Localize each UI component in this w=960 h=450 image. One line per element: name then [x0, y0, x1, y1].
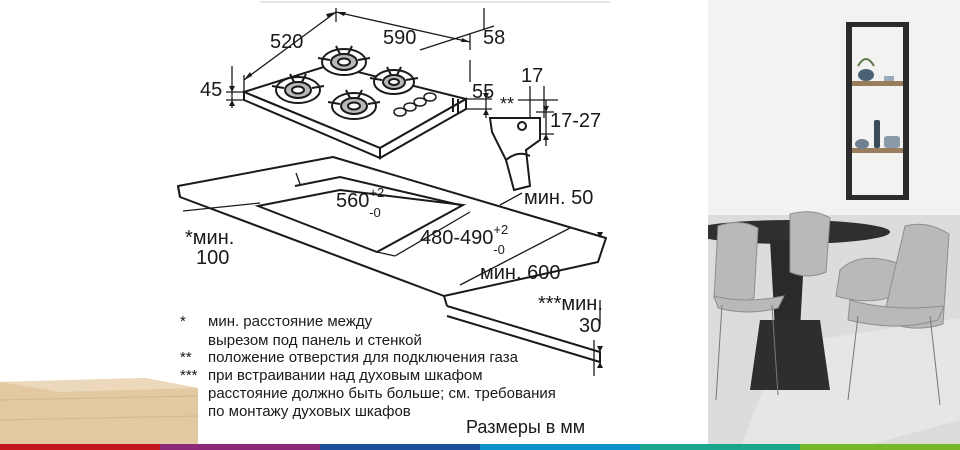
burners	[271, 45, 419, 120]
wall-shelf	[846, 22, 909, 200]
footnote-line: вырезом под панель и стенкой	[208, 332, 422, 349]
stripe-segment	[320, 444, 481, 450]
conn-note-label: **	[500, 94, 514, 114]
conn-height-label: 17-27	[550, 110, 601, 132]
cutout-depth-label: 480-490+2-0	[420, 222, 508, 257]
footnotes: * мин. расстояние между вырезом под пане…	[180, 313, 556, 420]
cutout-drawing	[254, 175, 467, 254]
footnote-line: положение отверстия для подключения газа	[208, 349, 519, 366]
min-30-label-line2: 30	[579, 315, 601, 337]
footnote-mark: ***	[180, 367, 198, 384]
brand-color-stripe	[0, 444, 960, 450]
dining-chairs	[713, 211, 950, 406]
min-600-label: мин. 600	[480, 262, 560, 284]
stripe-segment	[480, 444, 641, 450]
stripe-segment	[0, 444, 161, 450]
cabinet-wall	[446, 305, 601, 364]
hob-depth-label: 520	[270, 31, 303, 53]
footnote-line: мин. расстояние между	[208, 313, 373, 330]
footnote-line: расстояние должно быть больше; см. требо…	[208, 385, 556, 402]
min-50-label: мин. 50	[524, 187, 593, 209]
footnote-mark: **	[180, 349, 192, 366]
wood-worktop-photo	[0, 378, 199, 450]
footnote-line: при встраивании над духовым шкафом	[208, 367, 483, 384]
conn-width-label: 17	[521, 65, 543, 87]
dimension-labels: 520 590 58 45 55 17 ** 17-27 мин. 50 560…	[185, 27, 603, 337]
stripe-segment	[640, 444, 801, 450]
dimension-arrows	[229, 12, 603, 368]
stripe-segment	[800, 444, 960, 450]
min-30-label-line1: ***мин.	[538, 293, 603, 315]
worktop-drawing	[177, 156, 607, 307]
stripe-segment	[160, 444, 321, 450]
cutout-width-label: 560+2-0	[336, 185, 384, 220]
hob-height-label: 45	[200, 79, 222, 101]
back-offset-label: 58	[483, 27, 505, 49]
footnote-mark: *	[180, 313, 186, 330]
hob-width-label: 590	[383, 27, 416, 49]
gas-connector-detail	[488, 117, 541, 192]
footnote-line: по монтажу духовых шкафов	[208, 403, 411, 420]
gas-depth-label: 55	[472, 81, 494, 103]
control-knobs	[393, 92, 437, 117]
min-100-label-line1: *мин.	[185, 227, 234, 249]
room-photo	[690, 0, 960, 450]
units-note: Размеры в мм	[466, 417, 585, 437]
min-100-label-line2: 100	[196, 247, 229, 269]
